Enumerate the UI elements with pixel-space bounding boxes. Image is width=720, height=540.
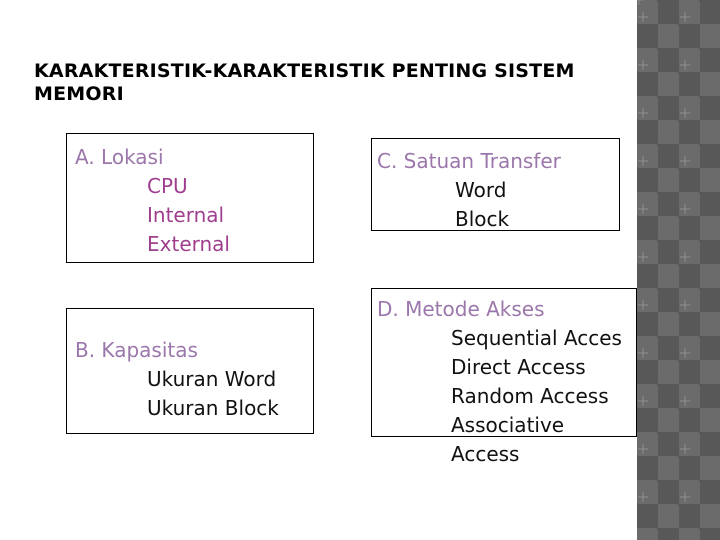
box-d-item-4: Associative Access (451, 413, 565, 466)
box-a-item-1: CPU (147, 174, 188, 198)
content-box-a-body: A. Lokasi CPU Internal External (67, 134, 321, 259)
box-d-heading: D. Metode Akses (377, 297, 545, 321)
box-a-item-3: External (147, 232, 230, 256)
box-b-heading: B. Kapasitas (75, 338, 198, 362)
content-box-c: C. Satuan Transfer Word Block (371, 138, 620, 231)
content-box-a: A. Lokasi CPU Internal External (66, 133, 314, 263)
box-c-item-2: Block (455, 207, 510, 231)
box-a-heading: A. Lokasi (75, 145, 164, 169)
content-box-b-body: B. Kapasitas Ukuran Word Ukuran Block (67, 309, 321, 423)
page-title: KARAKTERISTIK-KARAKTERISTIK PENTING SIST… (34, 60, 575, 105)
box-d-item-2: Direct Access (451, 355, 586, 379)
box-c-heading: C. Satuan Transfer (377, 149, 561, 173)
box-a-item-2: Internal (147, 203, 225, 227)
box-b-item-1: Ukuran Word (147, 367, 277, 391)
box-b-item-2: Ukuran Block (147, 396, 279, 420)
content-box-b: B. Kapasitas Ukuran Word Ukuran Block (66, 308, 314, 434)
content-box-c-body: C. Satuan Transfer Word Block (372, 139, 624, 234)
box-c-item-1: Word (455, 178, 507, 202)
diamond-cross-marks-icon (637, 0, 690, 502)
argyle-pattern-panel (637, 0, 720, 540)
box-d-item-3: Random Access (451, 384, 609, 408)
content-box-d: D. Metode Akses Sequential Acces Direct … (371, 288, 637, 466)
box-d-item-1: Sequential Acces (451, 326, 622, 350)
content-box-d-body: D. Metode Akses Sequential Acces Direct … (372, 289, 641, 469)
